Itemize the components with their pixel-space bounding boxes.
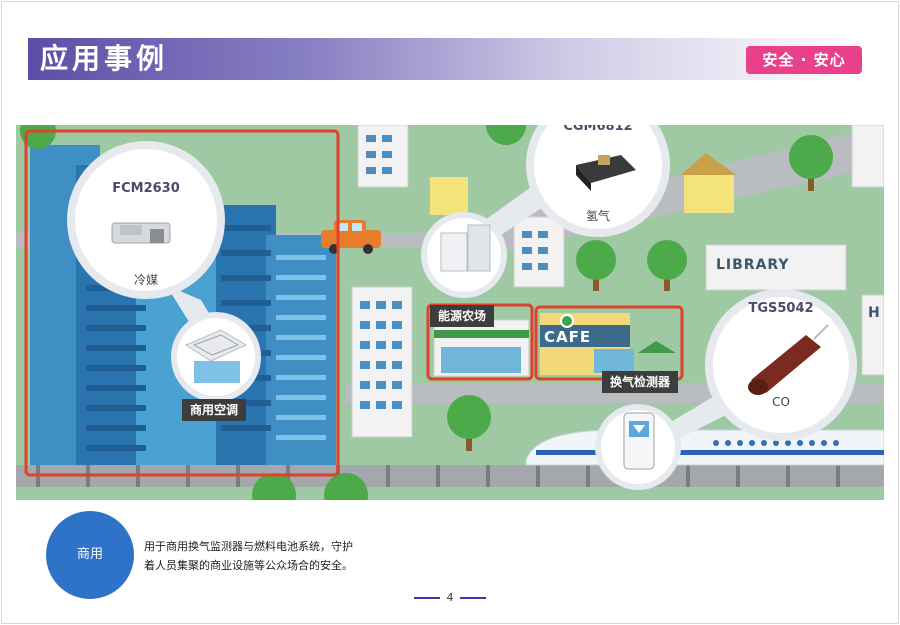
edge-building-sign: H xyxy=(868,305,881,321)
title-band xyxy=(28,38,862,80)
trees xyxy=(20,125,833,500)
tgs5042-gas-label: CO xyxy=(772,395,790,409)
cgm6812-sensor-icon xyxy=(576,155,636,191)
bullet-train xyxy=(525,429,884,466)
cgm6812-model-label: CGM6812 xyxy=(563,125,633,134)
fuel-cell-unit-icon xyxy=(440,224,491,272)
fcm2630-bubble xyxy=(67,141,225,299)
page-number-line-right xyxy=(460,597,486,599)
fcm2630-sensor-icon xyxy=(111,222,171,244)
houses xyxy=(351,125,884,438)
air-conditioner-icon xyxy=(184,329,248,383)
cafe-sign: CAFE xyxy=(544,328,592,346)
page-number-line-left xyxy=(414,597,440,599)
tgs5042-sensor-icon xyxy=(748,324,829,395)
page-title: 应用事例 xyxy=(40,42,169,75)
application-illustration: FCM2630 冷媒 CGM6812 氢气 TGS5042 CO 商用空调 能源… xyxy=(16,125,884,500)
commercial-building-highlight xyxy=(24,129,340,477)
page-number: 4 xyxy=(446,591,454,604)
fcm2630-model-label: FCM2630 xyxy=(112,181,180,196)
energy-farm-label: 能源农场 xyxy=(430,305,495,327)
cgm6812-gas-label: 氢气 xyxy=(585,209,610,223)
fcm2630-gas-label: 冷媒 xyxy=(133,273,158,287)
description-line-1: 用于商用换气监测器与燃料电池系统，守护 xyxy=(144,540,353,553)
safety-badge: 安全 · 安心 xyxy=(746,46,862,74)
description-line-2: 着人员集聚的商业设施等公众场合的安全。 xyxy=(144,559,353,572)
library-sign: LIBRARY xyxy=(716,257,790,273)
category-circle: 商用 xyxy=(46,511,134,599)
commercial-ac-label: 商用空调 xyxy=(182,399,247,421)
car xyxy=(321,220,381,254)
tgs5042-model-label: TGS5042 xyxy=(748,301,814,316)
application-description: 用于商用换气监测器与燃料电池系统，守护 着人员集聚的商业设施等公众场合的安全。 xyxy=(144,537,394,575)
ventilation-detector-label: 换气检测器 xyxy=(602,371,679,393)
ventilation-detector-icon xyxy=(623,412,655,470)
